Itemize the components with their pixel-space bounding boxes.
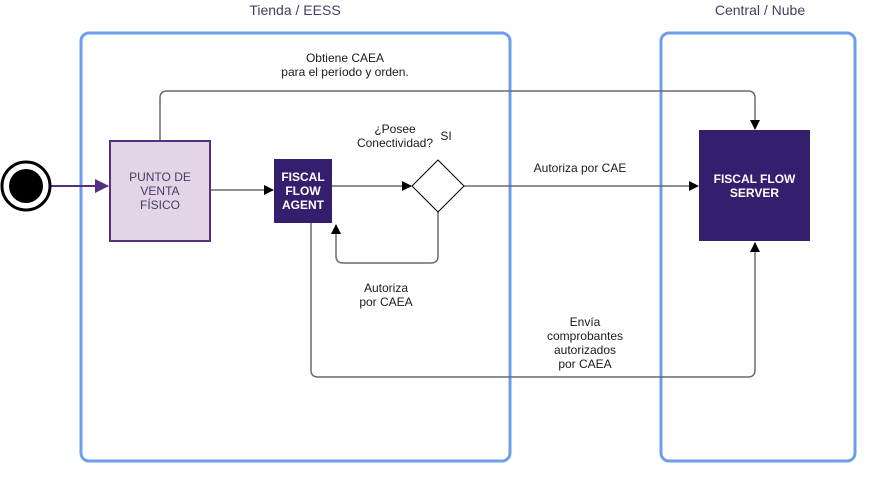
cloud-group-title: Central / Nube bbox=[714, 2, 806, 18]
edge-authorize-caea-label: Autoriza por CAEA bbox=[359, 281, 413, 309]
edge-decision-to-agent-loop[interactable] bbox=[331, 212, 439, 264]
edge-get-caea-label: Obtiene CAEA para el período y orden. bbox=[281, 51, 409, 79]
start-node[interactable] bbox=[0, 160, 52, 212]
edge-send-receipts-label: Envía comprobantes autorizados por CAEA bbox=[546, 315, 624, 371]
decision-node[interactable] bbox=[411, 159, 465, 213]
edge-authorize-cae-label: Autoriza por CAE bbox=[533, 161, 627, 175]
store-group-title: Tienda / EESS bbox=[249, 2, 341, 18]
decision-yes-label: SI bbox=[440, 129, 452, 143]
edge-pos-to-server-caea[interactable] bbox=[159, 90, 760, 141]
cloud-group-container[interactable] bbox=[659, 31, 857, 463]
server-node-label: FISCAL FLOW SERVER bbox=[713, 171, 796, 200]
edge-agent-to-server-receipts[interactable] bbox=[310, 223, 760, 378]
pos-node-label: PUNTO DE VENTA FÍSICO bbox=[129, 170, 191, 212]
decision-question-label: ¿Posee Conectividad? bbox=[356, 122, 434, 150]
agent-node-label: FISCAL FLOW AGENT bbox=[281, 170, 325, 212]
agent-node[interactable] bbox=[274, 159, 332, 223]
store-group-container[interactable] bbox=[79, 31, 512, 463]
pos-node[interactable] bbox=[109, 140, 211, 242]
server-node[interactable] bbox=[699, 130, 810, 241]
